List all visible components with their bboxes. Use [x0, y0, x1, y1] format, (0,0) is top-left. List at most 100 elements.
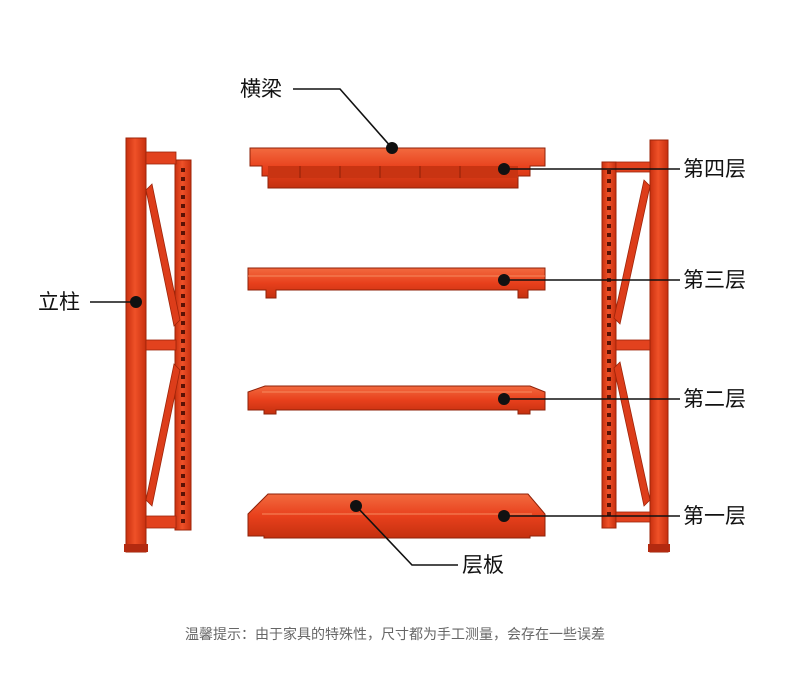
upright-hole [181, 339, 185, 343]
dot-level-4 [498, 163, 510, 175]
upright-hole [607, 305, 611, 309]
upright-hole [181, 465, 185, 469]
upright-hole [181, 294, 185, 298]
upright-hole [607, 341, 611, 345]
upright-hole [607, 206, 611, 210]
upright-hole [181, 501, 185, 505]
upright-hole [607, 260, 611, 264]
upright-hole [181, 492, 185, 496]
upright-hole [607, 224, 611, 228]
shelf-level-3 [247, 267, 546, 299]
upright-hole [181, 213, 185, 217]
upright-hole [607, 170, 611, 174]
dot-beam [386, 142, 398, 154]
upright-hole [181, 438, 185, 442]
upright-hole [607, 503, 611, 507]
upright-hole [607, 431, 611, 435]
upright-hole [181, 519, 185, 523]
upright-hole [607, 251, 611, 255]
upright-hole [607, 296, 611, 300]
upright-hole [181, 249, 185, 253]
upright-hole [181, 177, 185, 181]
upright-hole [607, 269, 611, 273]
upright-hole [181, 285, 185, 289]
dot-shelf-panel [350, 500, 362, 512]
upright-hole [181, 384, 185, 388]
upright-hole [607, 386, 611, 390]
upright-hole [181, 276, 185, 280]
upright-hole [181, 240, 185, 244]
dot-level-2 [498, 393, 510, 405]
upright-hole [607, 458, 611, 462]
upright-hole [181, 375, 185, 379]
upright-hole [607, 404, 611, 408]
upright-hole [607, 512, 611, 516]
upright-hole [607, 188, 611, 192]
leader-shelf-panel [355, 505, 458, 566]
dot-level-1 [498, 510, 510, 522]
upright-hole [181, 330, 185, 334]
upright-hole [607, 314, 611, 318]
upright-hole [181, 258, 185, 262]
upright-hole [181, 366, 185, 370]
upright-hole [607, 494, 611, 498]
disclaimer-text: 温馨提示：由于家具的特殊性，尺寸都为手工测量，会存在一些误差 [185, 627, 605, 643]
upright-hole [607, 440, 611, 444]
upright-hole [181, 456, 185, 460]
upright-hole [181, 393, 185, 397]
upright-hole [607, 233, 611, 237]
upright-hole [181, 402, 185, 406]
upright-hole [181, 510, 185, 514]
upright-hole [181, 204, 185, 208]
upright-hole [607, 485, 611, 489]
upright-hole [607, 467, 611, 471]
right-upright-frame [601, 139, 670, 553]
upright-hole [181, 186, 185, 190]
upright-hole [181, 321, 185, 325]
upright-hole [607, 449, 611, 453]
upright-hole [181, 447, 185, 451]
upright-hole [181, 231, 185, 235]
upright-hole [181, 312, 185, 316]
upright-hole [181, 195, 185, 199]
upright-hole [181, 348, 185, 352]
leader-lines [90, 88, 680, 566]
upright-hole [607, 377, 611, 381]
shelf-level-1 [247, 493, 546, 539]
upright-hole [607, 359, 611, 363]
label-level-3: 第三层 [683, 268, 746, 292]
upright-hole [181, 429, 185, 433]
upright-hole [607, 323, 611, 327]
shelf-level-4 [249, 147, 546, 189]
upright-hole [607, 476, 611, 480]
upright-hole [181, 267, 185, 271]
upright-hole [181, 411, 185, 415]
upright-hole [607, 179, 611, 183]
dot-level-3 [498, 274, 510, 286]
upright-hole [607, 215, 611, 219]
shelf-level-2 [247, 385, 546, 415]
upright-hole [181, 222, 185, 226]
label-upright: 立柱 [38, 290, 80, 314]
upright-hole [181, 357, 185, 361]
upright-hole [607, 350, 611, 354]
upright-hole [607, 422, 611, 426]
dot-upright [130, 296, 142, 308]
leader-dots [130, 142, 510, 522]
upright-hole [607, 197, 611, 201]
upright-hole [181, 420, 185, 424]
upright-hole [181, 303, 185, 307]
label-beam: 横梁 [240, 77, 282, 101]
label-shelf-panel: 层板 [462, 553, 504, 577]
upright-hole [181, 483, 185, 487]
label-level-4: 第四层 [683, 157, 746, 181]
upright-hole [181, 168, 185, 172]
upright-hole [181, 474, 185, 478]
upright-hole [607, 332, 611, 336]
upright-hole [607, 368, 611, 372]
left-upright-frame [124, 137, 192, 553]
upright-hole [607, 287, 611, 291]
upright-hole [607, 395, 611, 399]
